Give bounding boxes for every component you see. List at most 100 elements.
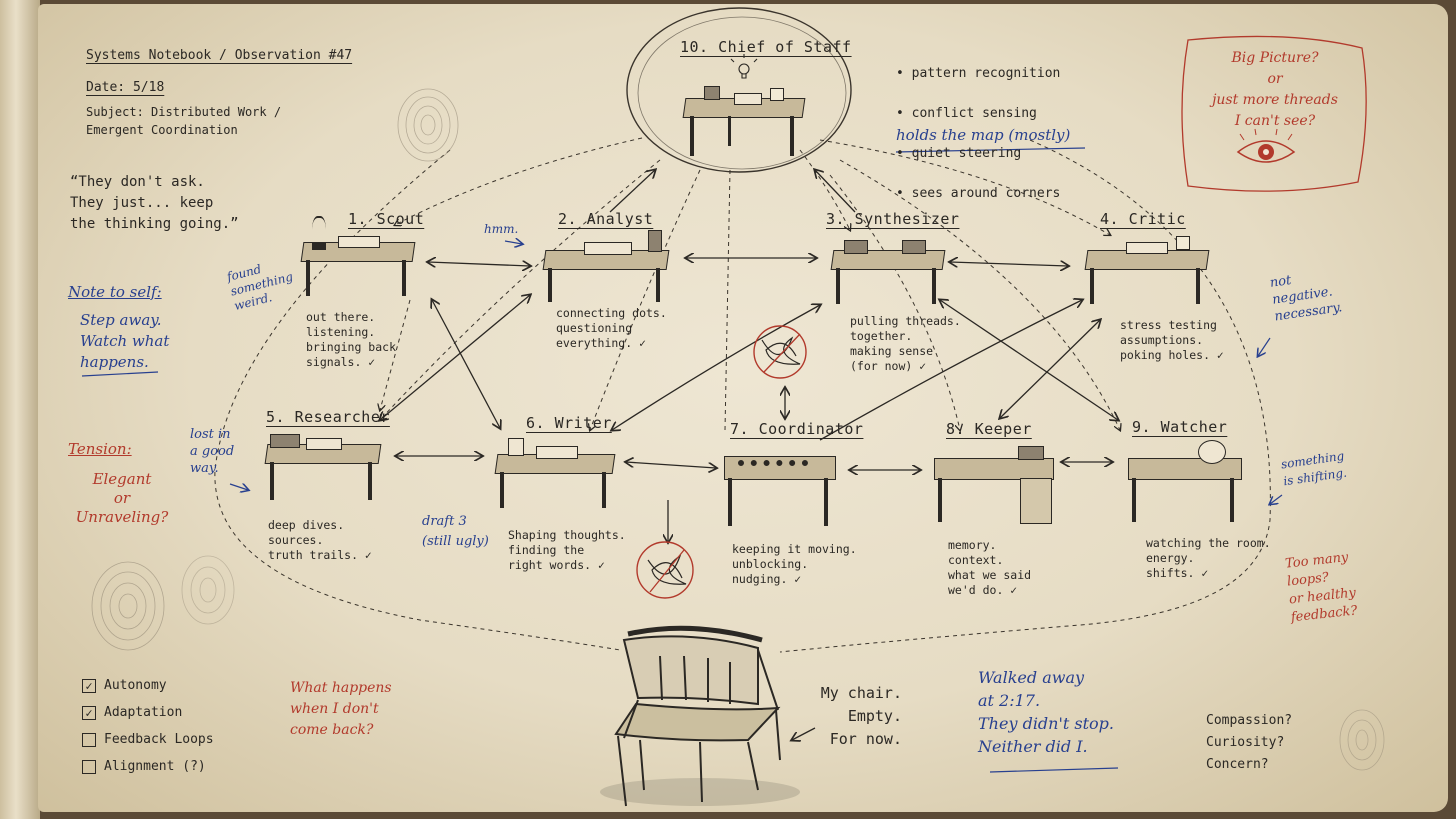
fingerprint-icon xyxy=(1339,709,1385,771)
link-writer-coord xyxy=(626,462,716,468)
role-desc-watcher: watching the room. energy. shifts. ✓ xyxy=(1146,536,1271,580)
note-hmm: hmm. xyxy=(484,222,519,236)
link-hub-keeper xyxy=(829,174,960,430)
tension-title: Tension: xyxy=(68,440,132,458)
checkbox-checked[interactable]: ✓ xyxy=(82,678,96,693)
coffee-mug-icon xyxy=(1176,236,1190,250)
role-desc-synthesizer: pulling threads. together. making sense … xyxy=(850,314,961,373)
role-label-writer: 6. Writer xyxy=(526,414,612,432)
hub-note: holds the map (mostly) xyxy=(896,126,1071,144)
desk-keeper xyxy=(934,446,1054,526)
hub-trait: • conflict sensing xyxy=(896,106,1037,121)
note-draft: draft 3 (still ugly) xyxy=(422,514,489,549)
hub-trait: • sees around corners xyxy=(896,186,1061,201)
role-desc-writer: Shaping thoughts. finding the right word… xyxy=(508,528,626,572)
arrow-lost xyxy=(229,484,248,490)
link-writer-synth xyxy=(612,305,820,430)
checkbox-unchecked[interactable] xyxy=(82,759,96,774)
hub-trait: • quiet steering xyxy=(896,146,1022,161)
notebook-subject: Subject: Distributed Work / Emergent Coo… xyxy=(86,105,282,137)
link-scout-writer xyxy=(432,300,500,428)
underline-note xyxy=(81,371,159,377)
note-not-negative: not negative. necessary. xyxy=(1268,272,1344,325)
plant-icon xyxy=(312,216,326,250)
role-label-analyst: 2. Analyst xyxy=(558,210,654,228)
notebook-title: Systems Notebook / Observation #47 xyxy=(86,48,353,63)
arrow-shifting xyxy=(1270,494,1283,504)
desk-critic xyxy=(1084,236,1210,306)
desk-chief-of-staff xyxy=(682,86,806,158)
hub-circle xyxy=(626,7,852,173)
big-picture-box xyxy=(1181,35,1367,192)
fingerprint-icon xyxy=(397,88,459,162)
underline-walked xyxy=(989,767,1119,773)
note-what-happens: What happens when I don't come back? xyxy=(290,680,392,738)
checkbox-unchecked[interactable] xyxy=(82,732,96,747)
notebook-spine xyxy=(0,0,40,819)
link-chair-arrow xyxy=(792,727,816,740)
note-compassion: Compassion? Curiosity? Concern? xyxy=(1206,713,1293,772)
checklist-label: Autonomy xyxy=(104,678,167,693)
tension-body: Elegant or Unraveling? xyxy=(75,470,169,526)
checklist-item[interactable]: ✓ Autonomy xyxy=(82,672,214,699)
big-picture-note: Big Picture? or just more threads I can'… xyxy=(1212,50,1338,129)
role-label-synthesizer: 3. Synthesizer xyxy=(826,210,960,228)
desk-writer xyxy=(494,438,616,510)
link-res-analyst xyxy=(380,295,530,420)
checklist-item[interactable]: ✓ Adaptation xyxy=(82,699,214,726)
role-desc-keeper: memory. context. what we said we'd do. ✓ xyxy=(948,538,1032,597)
link-outer-left xyxy=(214,149,621,651)
role-label-critic: 4. Critic xyxy=(1100,210,1186,228)
checklist: ✓ Autonomy ✓ Adaptation Feedback Loops Ali… xyxy=(82,672,214,780)
link-synth-hub xyxy=(815,170,856,213)
arrow-hmm xyxy=(504,241,522,244)
role-label-scout: 1. Scout xyxy=(348,210,425,228)
note-too-many-loops: Too many loops? or healthy feedback? xyxy=(1284,550,1359,626)
role-label-keeper: 8. Keeper xyxy=(946,420,1032,438)
link-hub-coord xyxy=(724,169,731,431)
pencil-cup-icon xyxy=(508,438,524,456)
role-desc-scout: out there. listening. bringing back sign… xyxy=(306,310,397,369)
link-scout-analyst xyxy=(428,262,530,266)
checklist-label: Alignment (?) xyxy=(104,759,206,774)
notebook-date: Date: 5/18 xyxy=(86,80,165,95)
link-analyst-hub xyxy=(609,170,655,213)
checklist-label: Feedback Loops xyxy=(104,732,214,747)
fishbowl-icon xyxy=(1198,440,1226,464)
checklist-label: Adaptation xyxy=(104,705,183,720)
role-desc-researcher: deep dives. sources. truth trails. ✓ xyxy=(268,518,372,562)
role-label-watcher: 9. Watcher xyxy=(1132,418,1228,436)
hub-traits: • pattern recognition • conflict sensing… xyxy=(896,44,1060,224)
fingerprint-icon xyxy=(91,561,165,651)
fingerprint-icon xyxy=(181,555,235,625)
note-to-self-title: Note to self: xyxy=(68,283,162,301)
link-hub-watcher xyxy=(839,159,1120,430)
note-my-chair: My chair. Empty. For now. xyxy=(820,684,902,748)
hub-trait: • pattern recognition xyxy=(896,66,1061,81)
desk-analyst xyxy=(542,230,670,302)
note-lost: lost in a good way. xyxy=(190,427,235,476)
link-keeper-critic xyxy=(1000,320,1100,418)
link-hub-synth xyxy=(799,149,850,230)
role-desc-analyst: connecting dots. questioning everything.… xyxy=(556,306,667,350)
desk-synthesizer xyxy=(830,240,946,306)
desk-watcher xyxy=(1128,440,1242,526)
underline-map xyxy=(895,147,1086,153)
checklist-item[interactable]: Feedback Loops xyxy=(82,726,214,753)
desk-coordinator xyxy=(724,452,836,530)
tangle-icon xyxy=(753,325,807,379)
chair-icon xyxy=(600,625,800,807)
hub-circle-inner xyxy=(637,16,847,170)
desk-scout xyxy=(300,216,416,298)
role-label-coordinator: 7. Coordinator xyxy=(730,420,864,438)
eye-icon xyxy=(1236,128,1296,163)
link-hub-critic xyxy=(819,139,1110,235)
checkbox-checked[interactable]: ✓ xyxy=(82,705,96,720)
note-to-self-body: Step away. Watch what happens. xyxy=(80,311,170,371)
checklist-item[interactable]: Alignment (?) xyxy=(82,753,214,780)
tangle-icon xyxy=(636,541,694,599)
role-desc-critic: stress testing assumptions. poking holes… xyxy=(1120,318,1224,362)
link-synth-critic xyxy=(950,262,1068,266)
